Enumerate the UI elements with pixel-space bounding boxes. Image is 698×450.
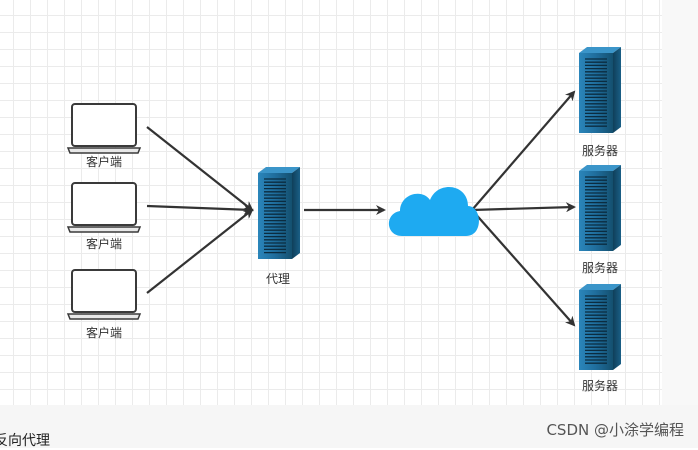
server-rack-slots — [585, 295, 607, 364]
server-icon — [579, 47, 621, 133]
server-label: 服务器 — [581, 261, 619, 275]
arrow-internet-to-server-3 — [471, 209, 576, 327]
diagram-canvas — [0, 0, 662, 405]
laptop-icon — [66, 103, 142, 154]
laptop-icon — [66, 182, 142, 233]
client-label: 客户端 — [85, 326, 123, 340]
arrow-internet-to-server-1 — [471, 90, 576, 211]
csdn-watermark: CSDN @小涂学编程 — [546, 421, 684, 439]
arrow-client-3-to-proxy — [146, 208, 254, 294]
proxy-server-icon — [258, 167, 300, 259]
cloud-icon — [388, 187, 479, 236]
laptop-icon — [66, 269, 142, 320]
server-rack-slots — [264, 178, 286, 254]
page-margin — [662, 0, 698, 405]
server-rack-slots — [585, 176, 607, 245]
arrow-internet-to-server-2 — [471, 202, 576, 213]
server-rack-slots — [585, 58, 607, 127]
server-label: 服务器 — [581, 379, 619, 393]
figure-caption: 反向代理 — [0, 433, 50, 449]
arrow-client-1-to-proxy — [146, 126, 254, 212]
server-icon — [579, 284, 621, 370]
client-label: 客户端 — [85, 237, 123, 251]
server-icon — [579, 165, 621, 251]
server-label: 服务器 — [581, 144, 619, 158]
page-footer-area — [0, 405, 698, 448]
client-label: 客户端 — [85, 155, 123, 169]
arrow-client-2-to-proxy — [146, 204, 254, 215]
proxy-label: 代理 — [265, 272, 291, 286]
